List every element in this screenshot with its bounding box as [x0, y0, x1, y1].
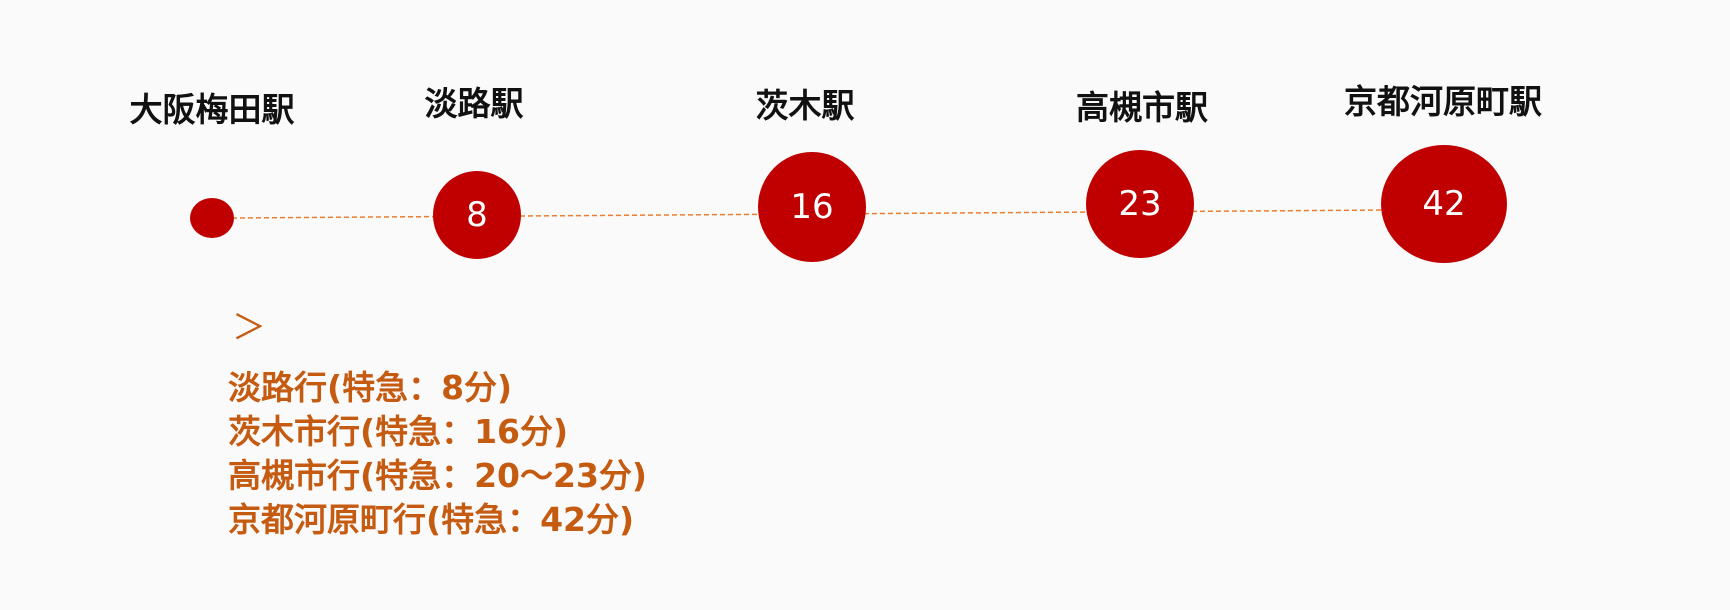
station-label-kawaramachi: 京都河原町駅 [1344, 82, 1542, 121]
minutes: 23 [1118, 184, 1162, 224]
route-item: 高槻市行(特急：20～23分) [228, 456, 648, 495]
station-label-awaji: 淡路駅 [424, 84, 524, 123]
route-item: 淡路行(特急：8分) [228, 368, 513, 407]
station-marker-takatsuki: 23 [1086, 150, 1194, 258]
minutes: 16 [790, 187, 834, 227]
route-list: 淡路行(特急：8分) 茨木市行(特急：16分) 高槻市行(特急：20～23分) … [228, 366, 647, 542]
minutes: 8 [466, 195, 488, 235]
station-label-ibaraki: 茨木駅 [755, 86, 855, 125]
station-marker-umeda [190, 198, 234, 238]
station-marker-ibaraki: 16 [758, 152, 866, 262]
station-label-takatsuki: 高槻市駅 [1076, 88, 1208, 127]
route-item: 京都河原町行(特急：42分) [228, 500, 635, 539]
station-marker-awaji: 8 [433, 171, 521, 259]
station-marker-kawaramachi: 42 [1381, 145, 1507, 263]
chevron-right-icon: ＞ [232, 308, 266, 348]
station-label-umeda: 大阪梅田駅 [129, 90, 295, 129]
minutes: 42 [1422, 184, 1466, 224]
route-item: 茨木市行(特急：16分) [228, 412, 569, 451]
